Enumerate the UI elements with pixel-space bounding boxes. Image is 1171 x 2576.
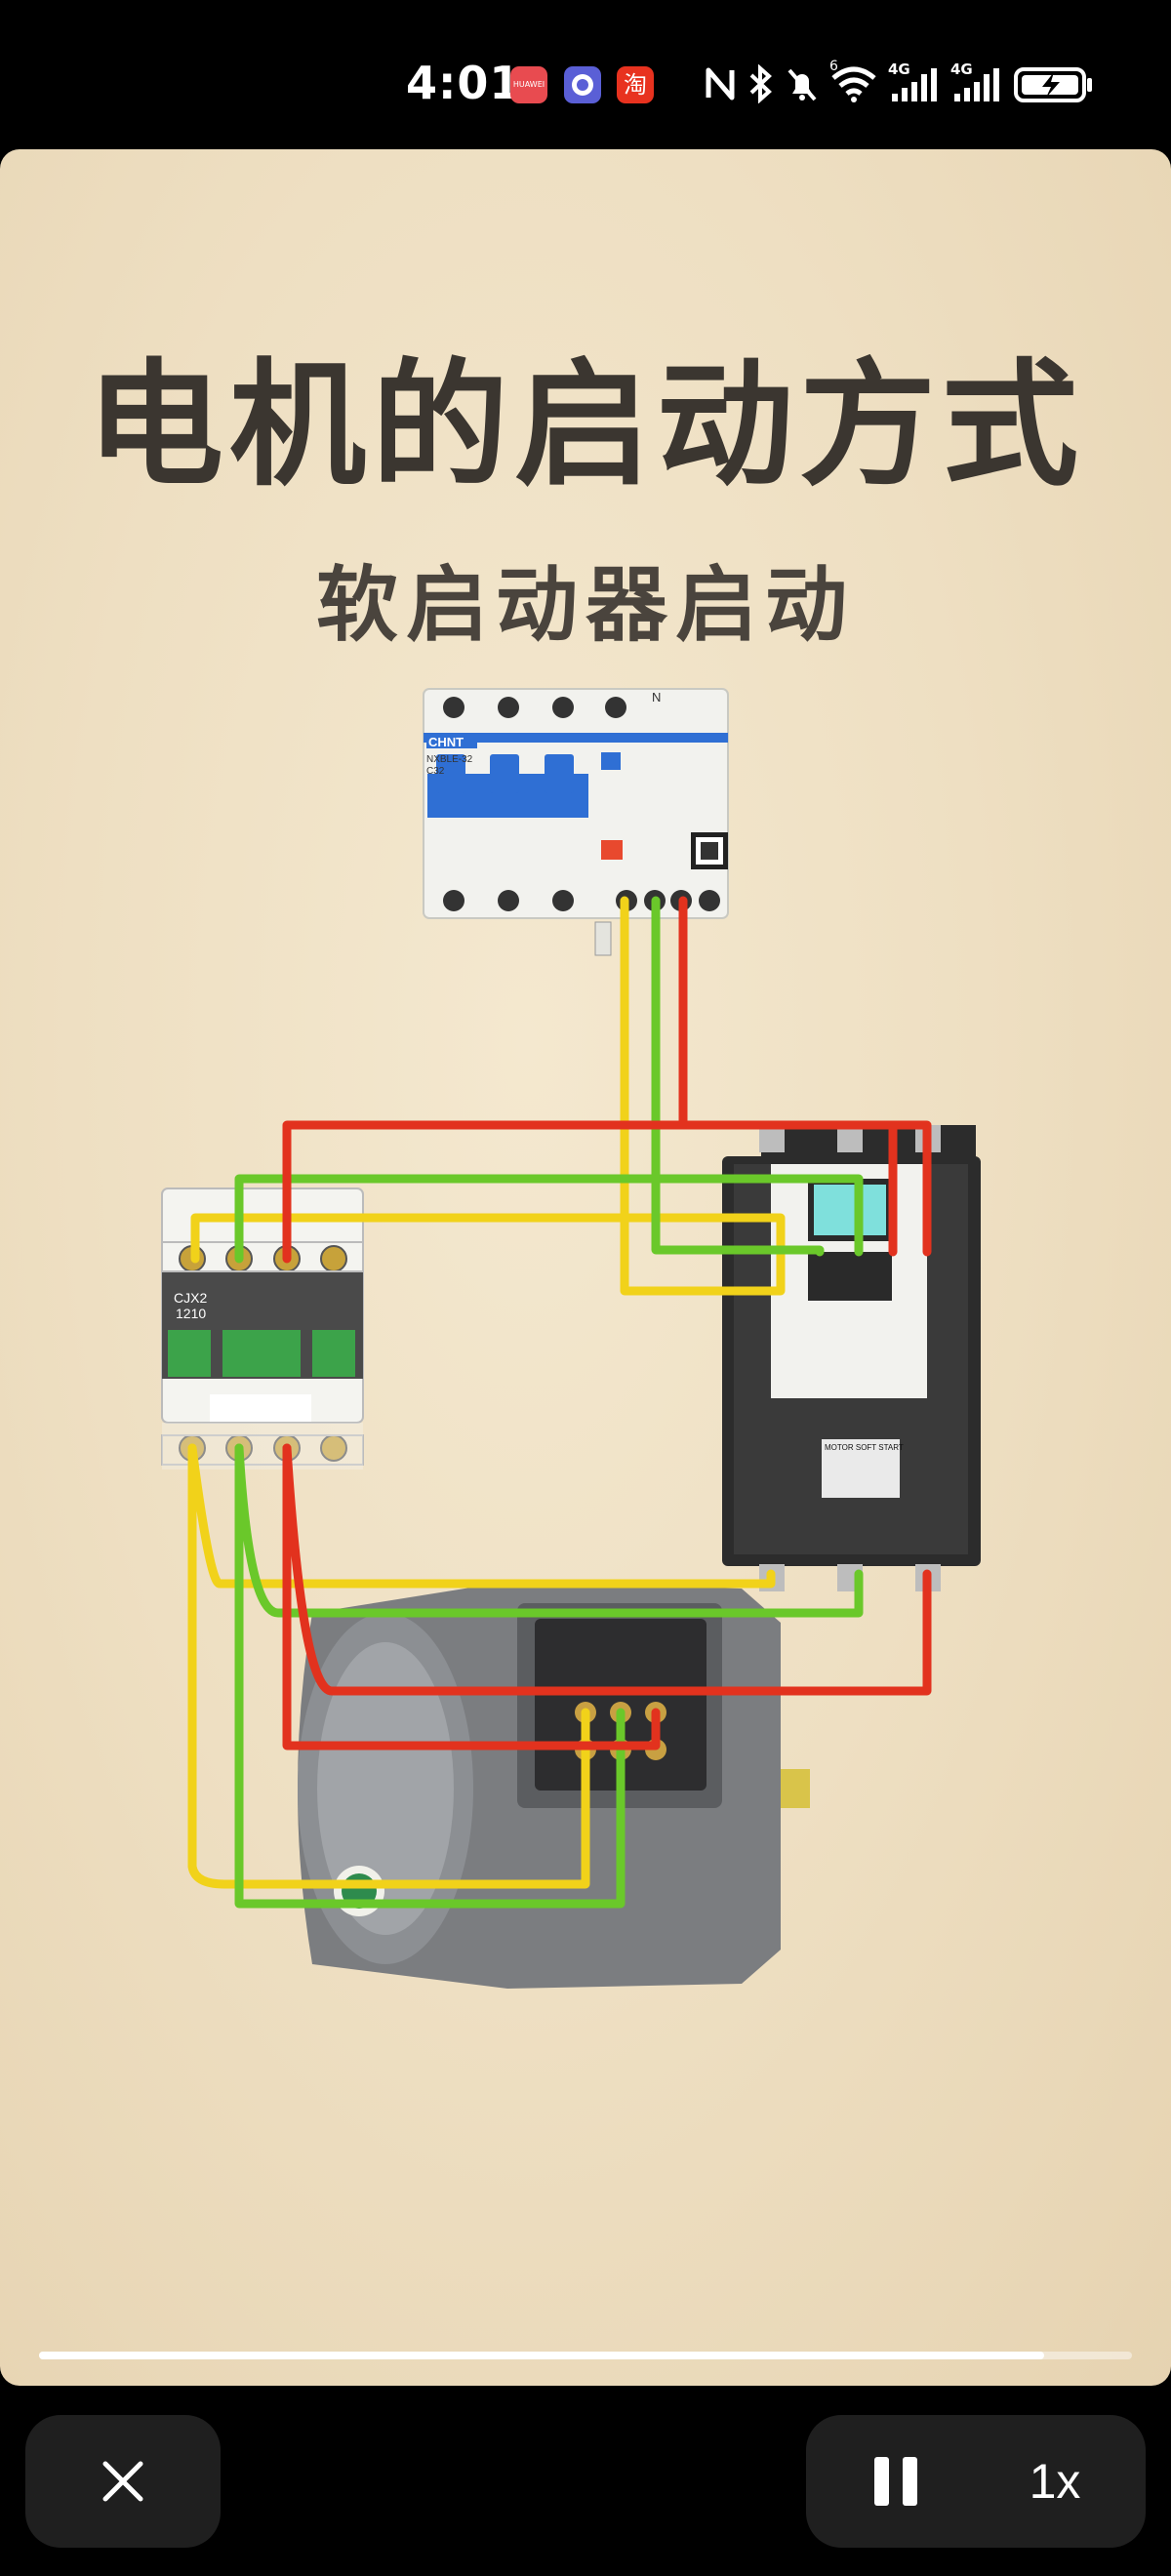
playback-speed-button[interactable]: 1x [1029,2454,1081,2509]
status-icons: 6 4G 4G [703,59,1095,105]
playback-controls: 1x [0,2386,1171,2576]
huawei-app-icon: HUAWEI [510,66,547,103]
network-label-1: 4G [888,60,910,78]
contactor-model: CJX2 [174,1290,207,1306]
pause-button[interactable] [865,2448,927,2515]
video-subtitle: 软启动器启动 [315,557,855,653]
progress-bar[interactable] [39,2352,1132,2359]
wiring-diagram: CHNT NXBLE-32 C32 N CJX2 121 [161,688,981,1989]
bluetooth-icon [747,64,775,103]
motor [298,1582,810,1989]
nfc-icon [703,64,738,103]
wifi-icon: 6 [829,59,878,103]
breaker-neutral-label: N [652,690,661,704]
wifi-label: 6 [829,59,838,74]
status-bar: 4:01 HUAWEI 淘 6 4G 4G [0,0,1171,146]
breaker-brand: CHNT [428,735,464,749]
playback-panel: 1x [806,2415,1146,2548]
signal-4g-icon-2: 4G [950,60,1003,103]
contactor: CJX2 1210 [161,1187,364,1469]
soft-starter-label: MOTOR SOFT START [825,1443,904,1452]
mute-bell-icon [785,64,820,103]
soft-starter: MOTOR SOFT START [722,1125,981,1591]
contactor-rating: 1210 [176,1306,206,1321]
wires [187,896,932,1909]
breaker-rating: C32 [426,766,445,777]
close-button[interactable] [25,2415,221,2548]
video-title: 电机的启动方式 [86,346,1084,505]
battery-charging-icon [1013,64,1095,103]
close-icon [102,2461,143,2502]
pause-icon [874,2457,917,2506]
video-player[interactable]: 电机的启动方式 软启动器启动 CHNT NXBLE-32 C32 N [0,149,1171,2386]
circuit-breaker: CHNT NXBLE-32 C32 N [423,688,729,956]
network-label-2: 4G [950,60,973,78]
status-time: 4:01 [406,57,522,109]
circle-app-icon [564,66,601,103]
progress-fill [39,2352,1045,2359]
signal-4g-icon-1: 4G [888,60,941,103]
taobao-app-icon: 淘 [617,66,654,103]
breaker-model: NXBLE-32 [426,754,473,765]
